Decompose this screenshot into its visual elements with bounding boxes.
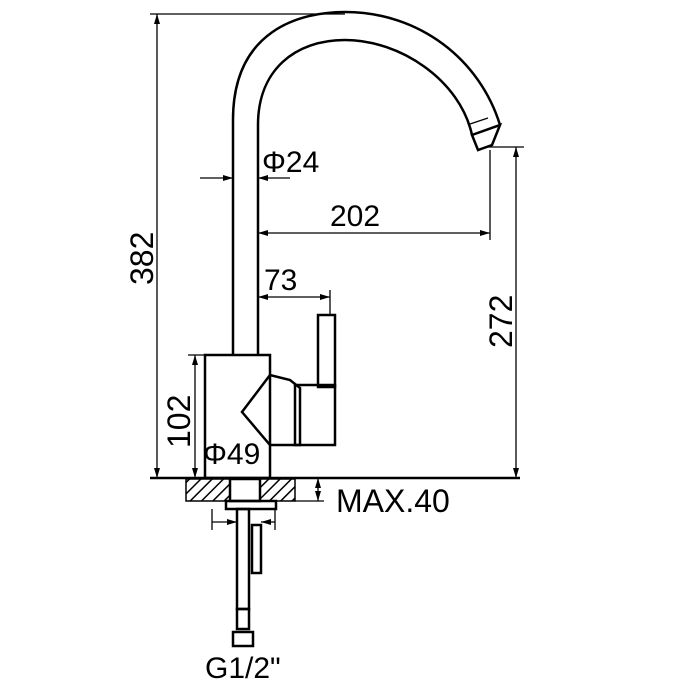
dim-spout-reach: 202 xyxy=(330,200,380,233)
dim-base-diameter: Φ49 xyxy=(203,438,260,471)
faucet-outline xyxy=(203,10,503,480)
dim-total-height: 382 xyxy=(124,232,160,285)
dim-body-height: 102 xyxy=(161,395,197,448)
dim-connection: G1/2" xyxy=(205,652,281,685)
supply-hoses xyxy=(211,507,276,648)
countertop xyxy=(150,476,520,511)
dim-spout-height: 272 xyxy=(483,295,519,348)
dim-handle-reach: 73 xyxy=(264,264,297,297)
dimension-lines xyxy=(150,13,524,502)
dim-pipe-diameter: Φ24 xyxy=(262,146,319,179)
dim-max-counter: MAX.40 xyxy=(336,483,450,519)
